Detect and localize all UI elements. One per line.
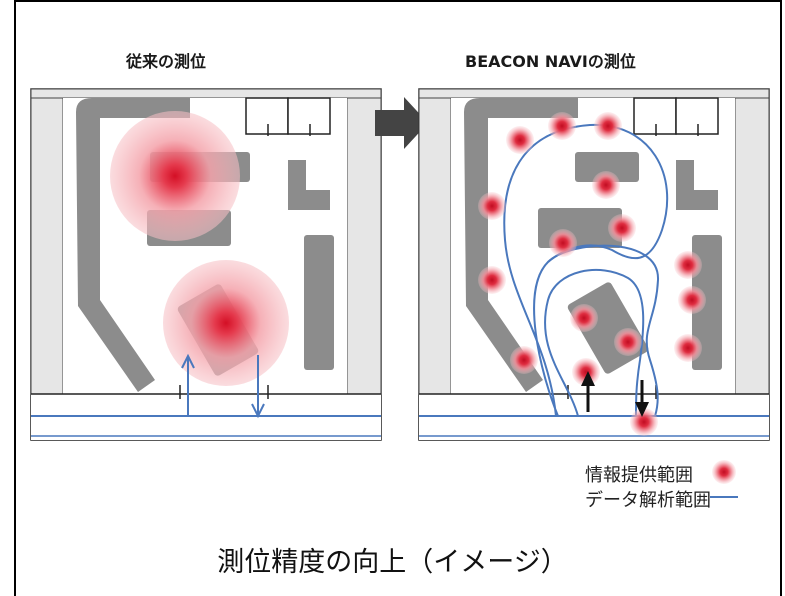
legend-analysis-range-label: データ解析範囲 [585, 490, 711, 511]
analysis-paths [503, 123, 669, 417]
legend-info-range-label: 情報提供範囲 [585, 465, 693, 486]
left-beacon-range-2 [163, 260, 289, 386]
transition-arrow-icon [375, 97, 428, 149]
right-panel-map [418, 88, 770, 441]
left-flow-arrows [181, 353, 265, 419]
legend-beacon-icon [712, 460, 736, 484]
right-beacon-points [478, 112, 706, 436]
left-panel-title: 従来の測位 [126, 52, 207, 71]
right-panel-title: BEACON NAVIの測位 [465, 52, 636, 71]
right-flow-arrows [581, 371, 649, 417]
diagram-caption: 測位精度の向上（イメージ） [217, 547, 568, 578]
left-beacon-range-1 [110, 111, 240, 241]
